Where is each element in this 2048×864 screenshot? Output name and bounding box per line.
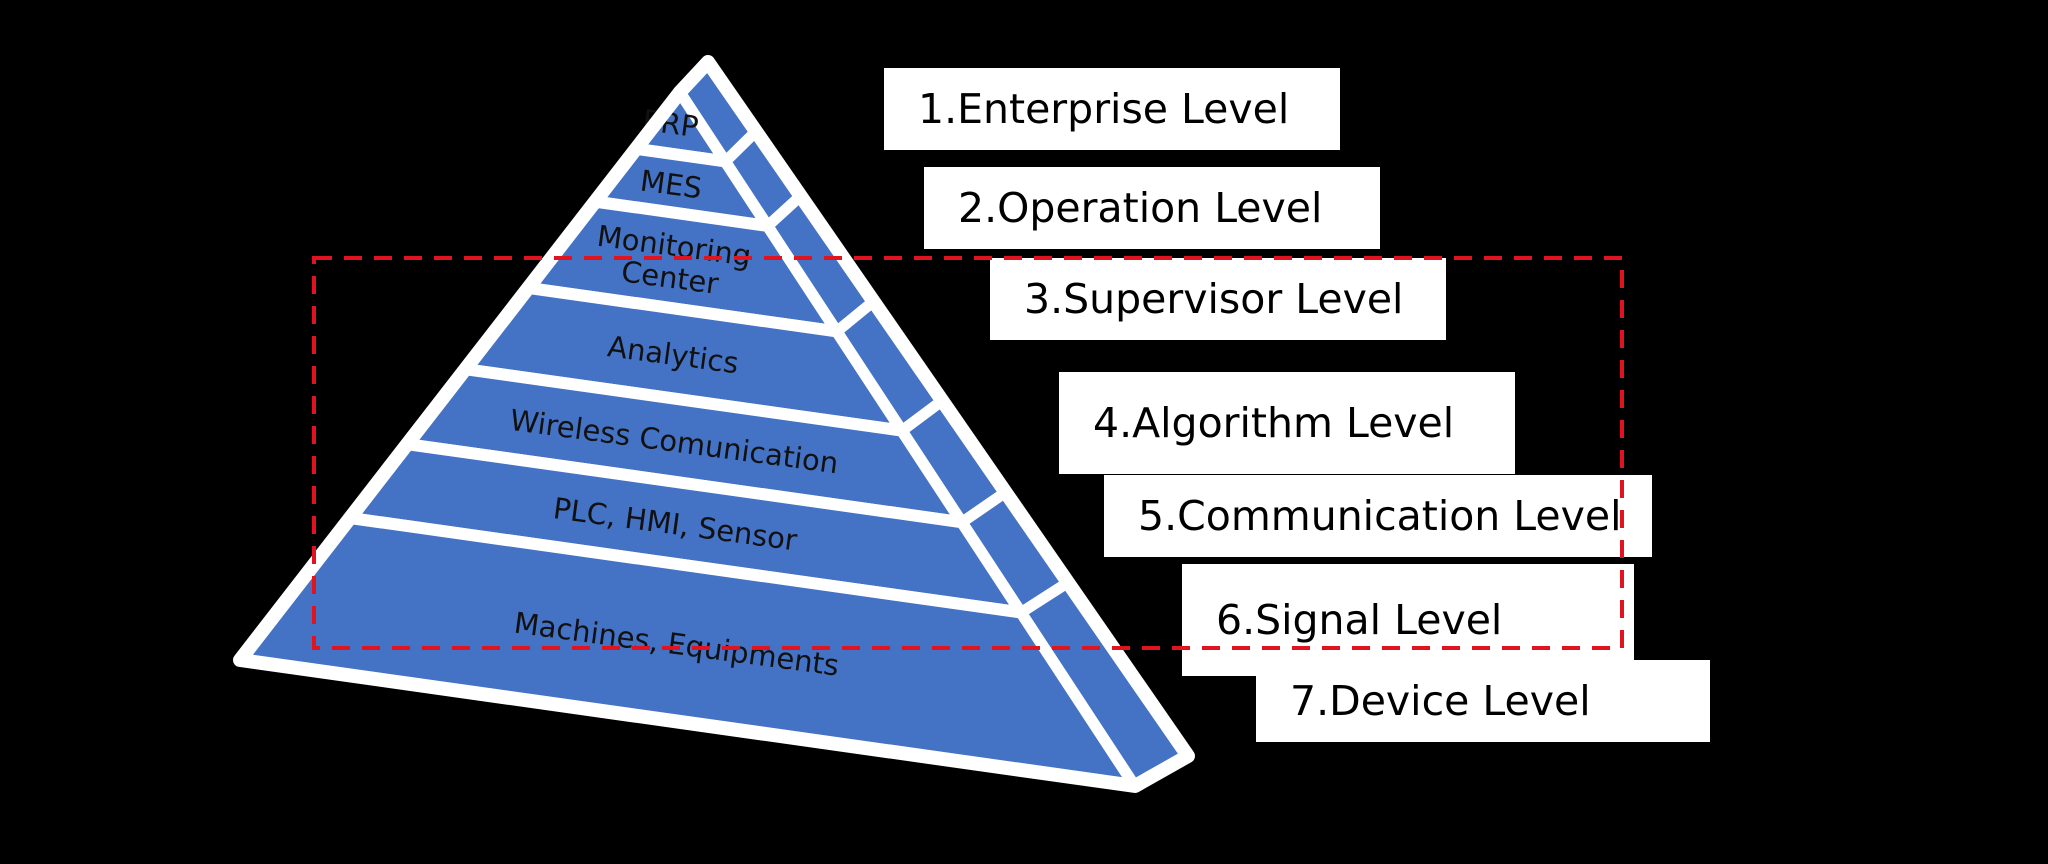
- level-box: [990, 258, 1446, 340]
- pyramid-layer-label: MES: [638, 164, 704, 206]
- pyramid-outline: [233, 55, 1195, 793]
- level-box: [1104, 475, 1652, 557]
- level-label: 5.Communication Level: [1138, 492, 1622, 540]
- level-label: 3.Supervisor Level: [1024, 275, 1403, 323]
- level-list: 1.Enterprise Level 2.Operation Level 3.Sup…: [884, 68, 1710, 742]
- level-box: [1182, 564, 1634, 676]
- level-label: 4.Algorithm Level: [1093, 399, 1454, 447]
- pyramid: ERPMESMonitoringCenterAnalyticsWireless …: [233, 55, 1195, 793]
- level-box: [924, 167, 1380, 249]
- level-box: [884, 68, 1340, 150]
- highlight-frame: [312, 256, 1624, 650]
- level-label: 1.Enterprise Level: [918, 85, 1289, 133]
- level-box: [1256, 660, 1710, 742]
- level-label: 7.Device Level: [1290, 677, 1591, 725]
- level-label: 2.Operation Level: [958, 184, 1322, 232]
- level-label: 6.Signal Level: [1216, 596, 1502, 644]
- level-box: [1059, 372, 1515, 474]
